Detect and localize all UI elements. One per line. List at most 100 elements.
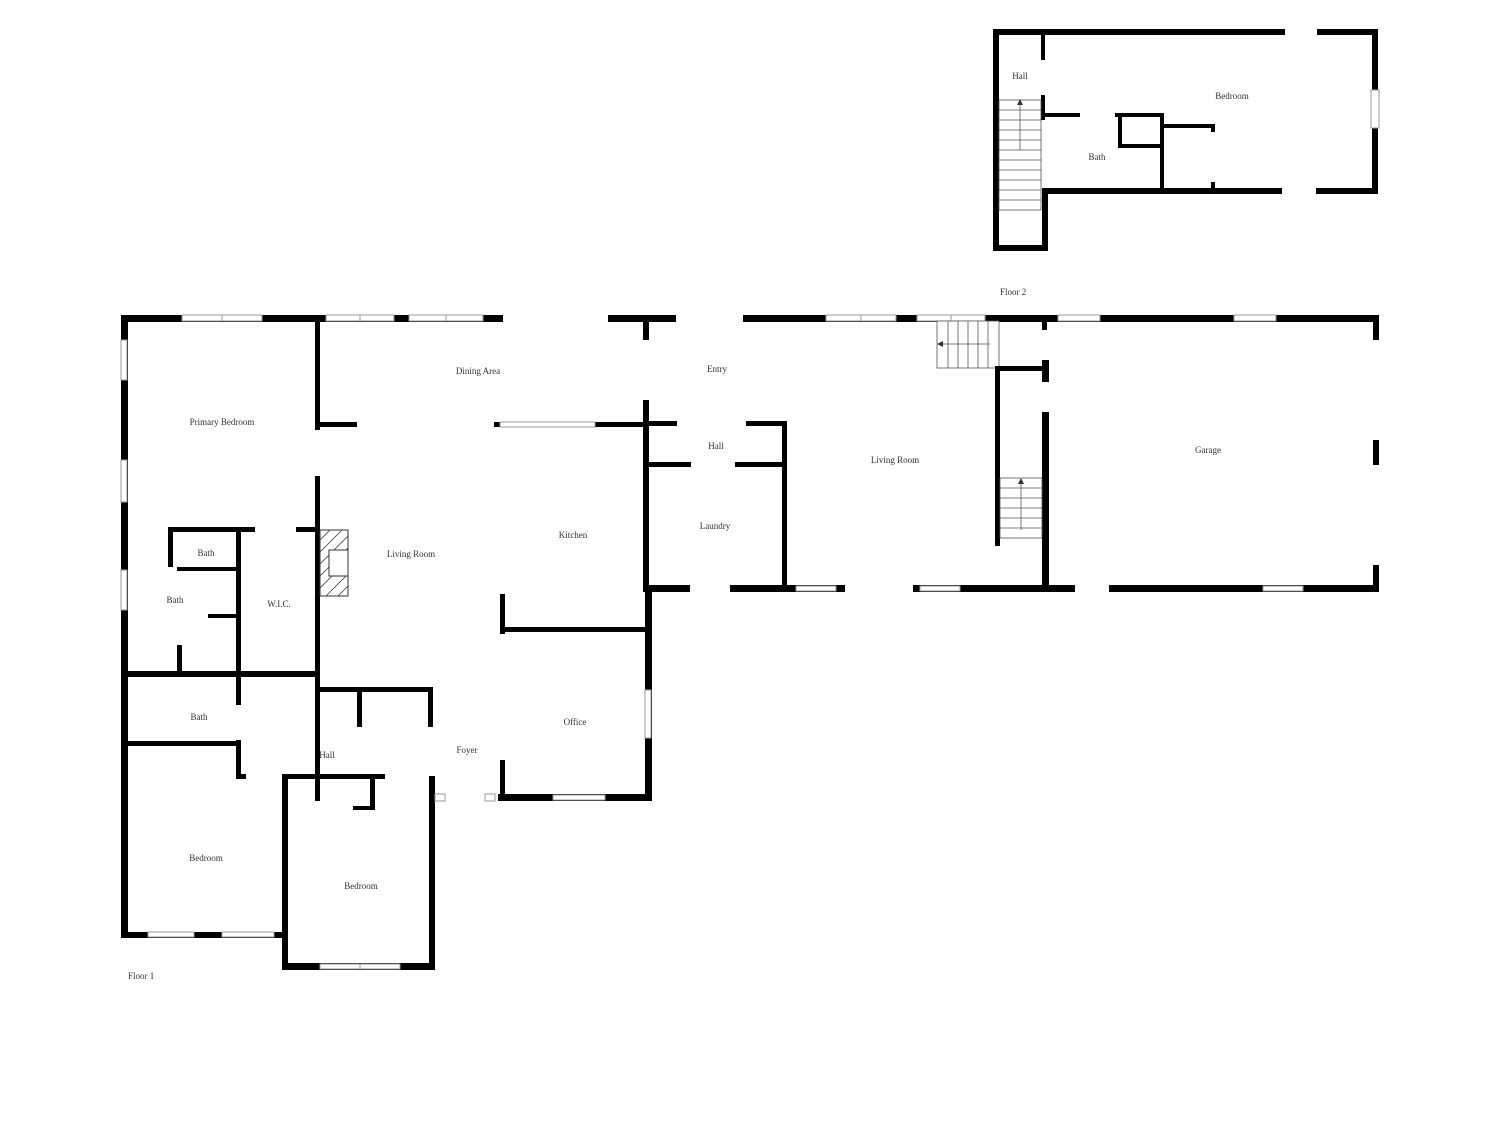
floor-1-label: Floor 1 xyxy=(128,971,154,981)
window xyxy=(919,585,961,592)
wall xyxy=(995,366,1047,371)
window xyxy=(120,339,128,381)
wall xyxy=(782,421,787,591)
room-label-office: Office xyxy=(564,717,587,727)
room-label-bedroom: Bedroom xyxy=(189,853,223,863)
wall xyxy=(177,645,182,675)
wall xyxy=(315,422,357,427)
wall xyxy=(1042,188,1048,251)
floor-2-label: Floor 2 xyxy=(1000,287,1026,297)
wall xyxy=(500,627,650,632)
staircase xyxy=(998,99,1042,211)
room-label-foyer: Foyer xyxy=(457,745,478,755)
wall xyxy=(1211,124,1215,132)
room-label-wic: W.I.C. xyxy=(267,599,290,609)
door-opening xyxy=(676,314,743,323)
wall xyxy=(1160,124,1215,128)
wall xyxy=(168,527,255,532)
wall xyxy=(208,614,240,618)
wall xyxy=(121,671,320,677)
wall xyxy=(649,462,691,467)
window xyxy=(120,569,128,611)
wall xyxy=(282,774,385,779)
window xyxy=(221,931,275,938)
floor-2-plan: Hall Bedroom Bath Floor 2 xyxy=(993,28,1380,297)
wall xyxy=(1041,35,1045,60)
door-opening xyxy=(845,584,913,593)
wall xyxy=(357,687,362,727)
wall xyxy=(282,776,288,970)
wall xyxy=(735,462,787,467)
wall xyxy=(296,527,316,532)
wall xyxy=(645,585,1379,592)
wall xyxy=(995,366,1000,546)
window xyxy=(1057,314,1101,322)
room-label-laundry: Laundry xyxy=(700,521,731,531)
window xyxy=(1233,314,1277,322)
staircase xyxy=(999,477,1043,539)
room-label-bath: Bath xyxy=(167,595,184,605)
wall xyxy=(993,245,1048,251)
window xyxy=(499,421,596,428)
wall xyxy=(1115,113,1163,117)
wall xyxy=(1041,95,1045,120)
window xyxy=(795,585,837,592)
room-label-hall: Hall xyxy=(319,750,335,760)
wall xyxy=(1118,144,1163,148)
wall xyxy=(1042,360,1049,382)
wall xyxy=(1118,113,1122,147)
room-label-bath: Bath xyxy=(198,548,215,558)
room-label-dining-area: Dining Area xyxy=(456,366,500,376)
room-label-bedroom: Bedroom xyxy=(344,881,378,891)
wall xyxy=(500,760,505,800)
wall xyxy=(1373,315,1379,592)
wall xyxy=(1160,113,1164,191)
window xyxy=(1370,89,1380,129)
door-opening xyxy=(1372,465,1380,565)
room-label-bath: Bath xyxy=(191,712,208,722)
wall xyxy=(1042,412,1049,590)
door-opening xyxy=(642,340,650,400)
wall xyxy=(993,29,999,251)
wall xyxy=(1042,320,1047,330)
wall xyxy=(236,527,241,677)
wall xyxy=(429,776,435,970)
wall xyxy=(168,527,173,567)
door-opening xyxy=(503,314,608,323)
wall xyxy=(236,774,246,779)
room-label-kitchen: Kitchen xyxy=(559,530,588,540)
wall xyxy=(121,315,128,938)
wall xyxy=(315,476,320,801)
room-label-living-room: Living Room xyxy=(871,455,919,465)
window xyxy=(644,689,652,739)
wall xyxy=(315,687,320,727)
room-label-hall: Hall xyxy=(708,441,724,451)
room-label-garage: Garage xyxy=(1195,445,1221,455)
wall xyxy=(1042,188,1378,194)
wall xyxy=(121,741,239,746)
room-label-primary-bedroom: Primary Bedroom xyxy=(190,417,255,427)
staircase xyxy=(936,320,1000,369)
window xyxy=(120,459,128,503)
wall xyxy=(649,421,677,426)
wall xyxy=(746,421,787,426)
room-label-entry: Entry xyxy=(707,364,727,374)
room-label-bedroom: Bedroom xyxy=(1215,91,1249,101)
wall xyxy=(428,723,433,727)
door-opening xyxy=(1282,187,1316,195)
wall xyxy=(315,320,320,430)
window xyxy=(484,793,496,802)
wall xyxy=(1211,182,1215,190)
wall xyxy=(121,315,1379,322)
wall xyxy=(236,740,241,778)
door-opening xyxy=(1285,28,1317,36)
room-label-bath: Bath xyxy=(1089,152,1106,162)
window xyxy=(434,793,446,802)
wall xyxy=(353,806,375,810)
wall xyxy=(993,29,1378,35)
wall xyxy=(643,320,649,592)
wall xyxy=(500,594,505,634)
window xyxy=(147,931,195,938)
window xyxy=(1262,585,1304,592)
